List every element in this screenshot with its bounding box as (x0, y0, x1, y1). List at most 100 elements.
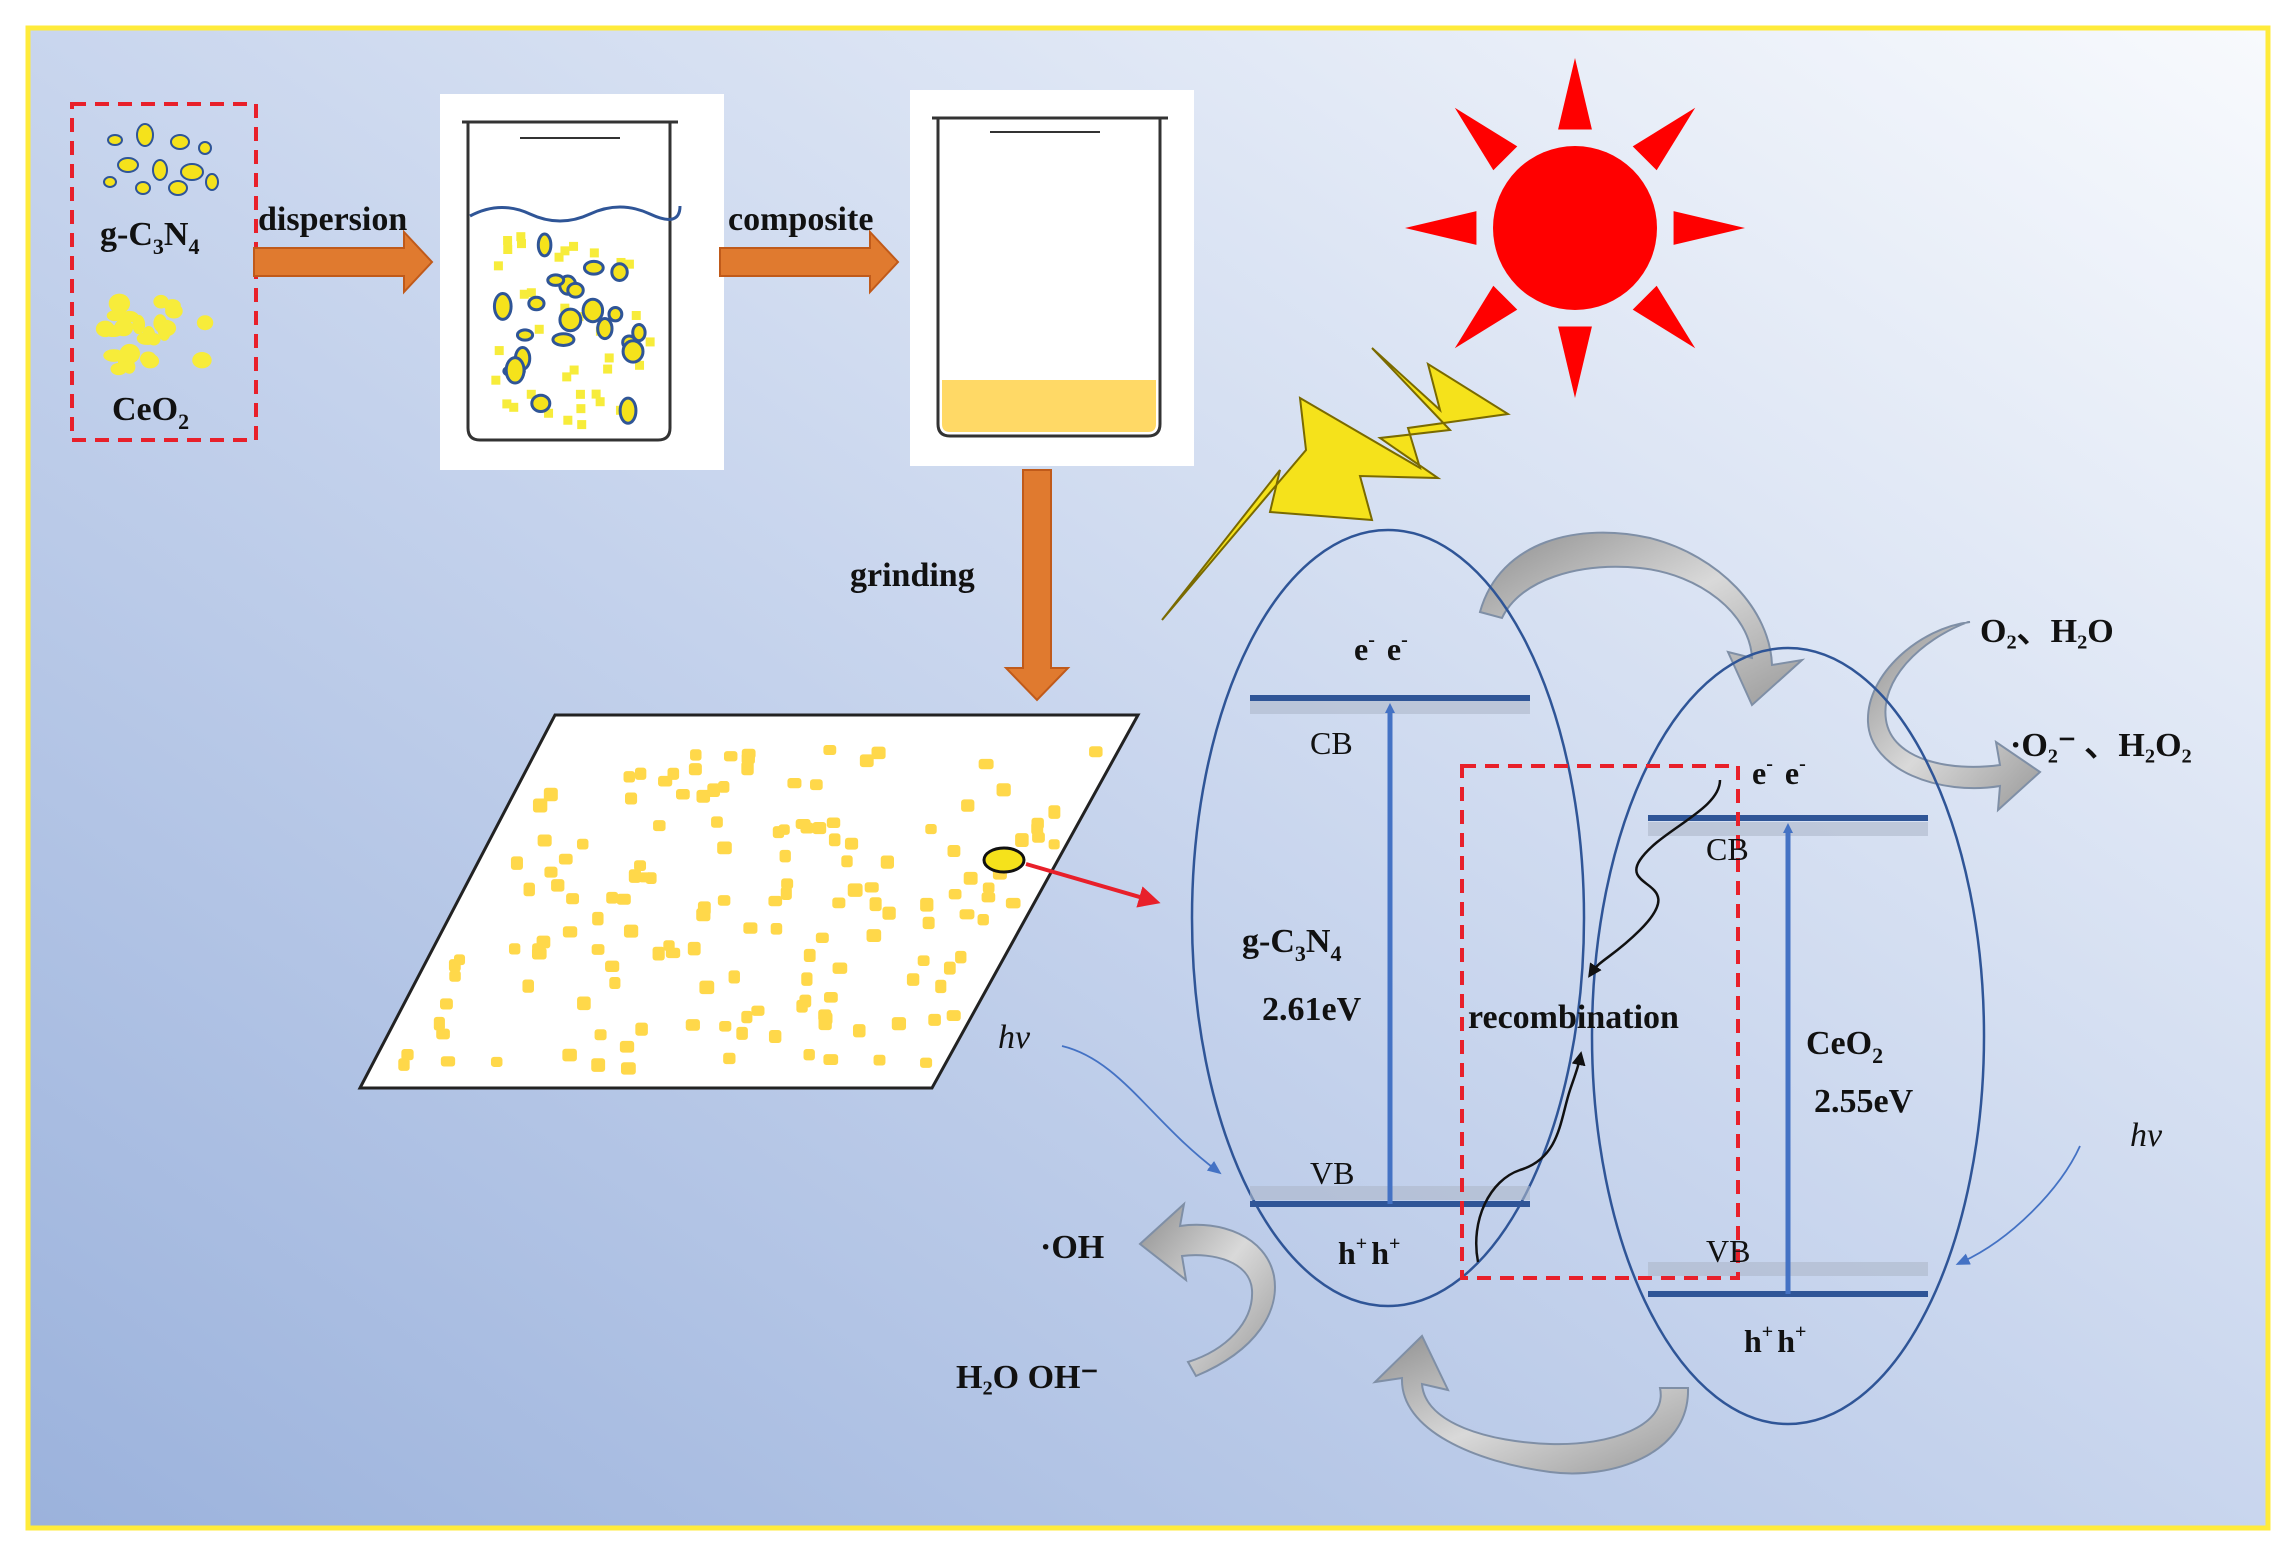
ceo2-particle (569, 365, 579, 375)
ceo2-particle (491, 375, 501, 385)
ceo2-light-arrow (1955, 1145, 2081, 1265)
sun-ray (1632, 107, 1696, 171)
composite-particle (398, 1058, 410, 1071)
ceo2-cb-label: CB (1706, 831, 1749, 867)
composite-particle (906, 973, 920, 986)
sun-ray (1632, 285, 1696, 349)
composite-particle (688, 763, 702, 776)
gcn-particle (566, 281, 585, 299)
composite-particle (1015, 833, 1029, 848)
composite-particle (847, 883, 863, 897)
composite-particle (770, 923, 783, 935)
composite-particle (667, 767, 680, 780)
gcn-ellipse (1190, 528, 1586, 1308)
ceo2-band-gap: 2.55eV (1814, 1083, 1914, 1120)
ceo2-particle (502, 399, 512, 409)
gcn-light-arrow (1061, 1045, 1222, 1175)
ceo2-hv-label: hν (2130, 1117, 2163, 1154)
composite-particle (1048, 839, 1060, 850)
beaker-dispersion-panel (440, 94, 724, 470)
composite-particle (844, 837, 859, 850)
composite-particle (628, 869, 642, 883)
ceo2-particle (526, 389, 536, 399)
bottom-product: ·OH (1040, 1229, 1104, 1266)
composite-particle (719, 1020, 732, 1032)
composite-particle (605, 960, 620, 973)
composite-particle (685, 1019, 700, 1031)
gcn-vb-label: VB (1310, 1155, 1354, 1191)
composite-particle (787, 778, 802, 789)
composite-particle (795, 818, 811, 830)
composite-particle (717, 841, 732, 855)
ceo2-particle (103, 349, 125, 362)
composite-particle (1031, 817, 1044, 830)
composite-particle (532, 798, 548, 813)
composite-particle (449, 970, 461, 982)
composite-particle (961, 799, 975, 812)
recombination-label: recombination (1468, 999, 1679, 1036)
gcn-holes-label: h+h+ (1338, 1233, 1400, 1271)
composite-particle (624, 792, 638, 805)
composite-particle (880, 855, 894, 869)
ceo2-particle (106, 310, 124, 322)
gcn-band-gap: 2.61eV (1262, 991, 1362, 1028)
composite-particle (853, 1024, 866, 1038)
composite-particle (741, 748, 756, 759)
composite-particle (869, 897, 882, 912)
composite-particle (699, 980, 715, 995)
composite-particle (832, 897, 846, 909)
composite-particle (723, 1052, 736, 1065)
ceo2-particle (123, 360, 136, 374)
composite-particle (1048, 805, 1061, 819)
composite-particle (728, 970, 740, 984)
composite-particle (532, 943, 544, 955)
composite-particle (963, 871, 978, 885)
composite-particle (577, 996, 591, 1011)
composite-particle (832, 962, 848, 974)
ceo2-particle (591, 389, 601, 399)
gcn-cb-label: CB (1310, 725, 1353, 761)
zoom-arrow (1025, 862, 1161, 908)
composite-particle (922, 916, 935, 930)
ceo2-particle (560, 303, 570, 313)
ceo2-particle (589, 248, 599, 258)
gcn-particle (607, 305, 624, 323)
gcn-electrons-label: e-e- (1354, 629, 1408, 667)
composite-particle (955, 950, 967, 964)
sun-ray (1558, 326, 1592, 398)
composite-particle (864, 882, 879, 893)
composite-particle (697, 901, 711, 916)
hole-recombination-path (1475, 1051, 1586, 1263)
gcn-particle (621, 339, 645, 364)
sun-ray (1405, 211, 1477, 245)
composite-particle (778, 824, 790, 835)
composite-particle (623, 924, 639, 938)
composite-particle (576, 838, 589, 850)
gcn-panel-name: g-C3N4 (1242, 923, 1341, 966)
composite-particle (823, 745, 837, 756)
ceo2-particle (575, 389, 585, 399)
composite-particle (781, 878, 794, 889)
sun-ray (1673, 211, 1745, 245)
composite-particle (623, 771, 636, 783)
ceo2-particle (493, 261, 503, 271)
ceo2-particle (519, 289, 529, 299)
ceo2-electrons-label: e-e- (1752, 753, 1806, 791)
ceo2-particle (569, 241, 579, 251)
beaker-composite-icon (932, 116, 1168, 438)
composite-particle (638, 872, 652, 883)
composite-particle (743, 922, 758, 934)
ceo2-label: CeO2 (112, 391, 189, 434)
composite-particle (948, 888, 962, 900)
sun-ray (1454, 285, 1518, 349)
gcn-particle (504, 356, 526, 385)
composite-particle (946, 1010, 961, 1022)
composite-particle (544, 866, 558, 878)
composite-particle (917, 955, 930, 966)
ceo2-particles-icon (95, 293, 214, 376)
bottom-reactants: H₂O OH⁻ (956, 1359, 1098, 1396)
gcn-particle (618, 396, 638, 425)
composite-particle (935, 979, 947, 994)
composite-particle (665, 947, 681, 959)
